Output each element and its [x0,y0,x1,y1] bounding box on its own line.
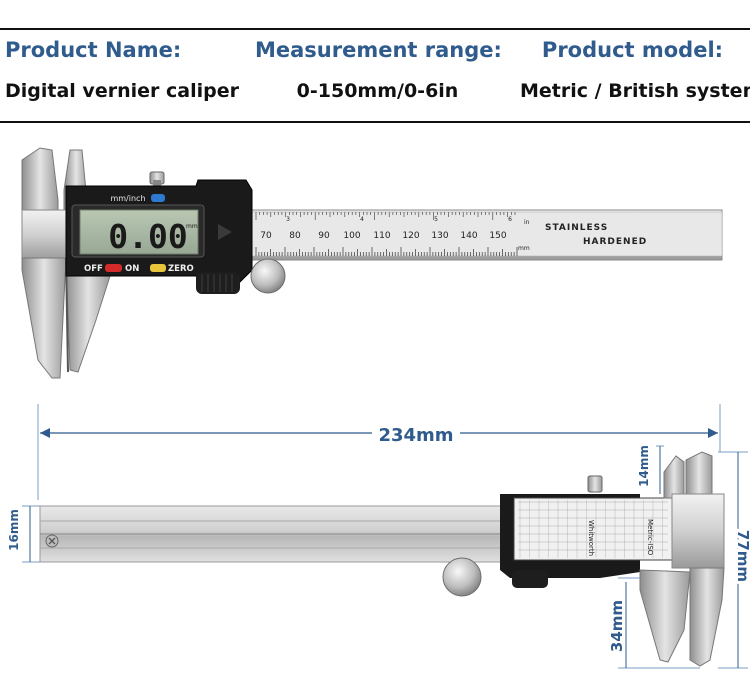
scale-number: 100 [343,231,360,241]
measurement-range-value: 0-150mm/0-6in [296,80,459,102]
back-panel-subtitle: Whitworth [587,520,595,556]
product-model-value: Metric / British system [520,80,750,102]
scale-number: 70 [260,231,272,241]
hardened-text: HARDENED [583,237,647,247]
thumb-knob [250,258,286,294]
lcd-reading: 0.00 [108,217,187,256]
inch-mark: 4 [360,216,364,223]
scale-number: 130 [431,231,448,241]
inch-number: 6 [508,216,512,223]
jaw-height-dimension-text: 34mm [608,600,626,652]
scale-number: 150 [489,231,506,241]
scale-number: 110 [373,231,390,241]
zero-button[interactable] [150,264,166,272]
inch-mark: 5 [434,216,438,223]
stainless-text: STAINLESS [545,223,608,233]
caliper-back-view: 234mm 16mm Metric-ISO Whitworth 1.5V CE [7,404,750,669]
off-label: OFF [84,264,103,274]
product-model-label: Product model: [541,38,724,62]
scale-ticks [255,212,518,256]
lcd-unit: mm [186,223,198,230]
inch-unit-label: in [524,219,530,226]
header-bottom-rule [0,121,750,123]
lcd-screen [79,209,199,255]
back-lower-jaw [639,569,691,663]
upper-fixed-jaw [21,147,59,213]
mm-unit-label: mm [518,245,530,252]
back-slide-upper-jaw [663,455,685,499]
zero-label: ZERO [168,264,194,274]
unit-toggle-button[interactable] [151,194,165,202]
header-top-rule [0,28,750,30]
inch-mark: 3 [286,216,290,223]
caliper-front-view: 70 80 90 100 110 120 130 140 150 3 4 5 6… [21,147,723,379]
back-thumb-knob [442,557,482,597]
lower-fixed-jaw [21,257,67,379]
scale-number: 140 [460,231,477,241]
scale-number: 90 [318,231,330,241]
unit-button-label: mm/inch [110,194,145,203]
back-label-panel [513,497,673,561]
scale-numbers: 70 80 90 100 110 120 130 140 150 3 4 5 6… [260,216,647,252]
scale-number: 120 [402,231,419,241]
back-lock-screw [587,475,603,493]
back-panel-table [518,500,668,558]
thumb-wheel [196,272,240,294]
product-name-label: Product Name: [5,38,182,62]
length-dimension-text: 234mm [378,425,453,446]
measurement-range-label: Measurement range: [255,38,502,62]
off-on-button[interactable] [105,264,122,272]
scale-number: 80 [289,231,301,241]
back-panel-title: Metric-ISO [646,519,654,556]
scale-strip [251,211,723,257]
back-upper-jaw [685,451,713,499]
beam-width-text: 16mm [7,509,21,551]
upper-jaw-dimension-text: 14mm [637,445,651,487]
on-label: ON [125,264,139,274]
product-name-value: Digital vernier caliper [5,80,239,102]
back-fixed-lower-jaw [689,567,725,667]
total-height-dimension-text: 77mm [734,530,750,582]
